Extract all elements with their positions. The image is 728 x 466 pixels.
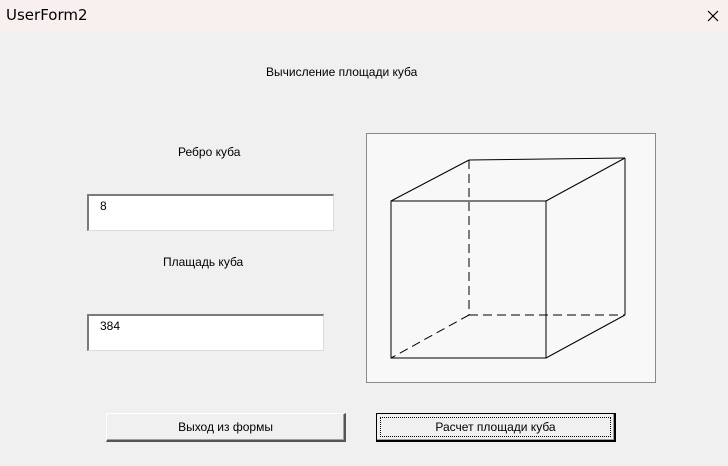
close-button[interactable] bbox=[698, 0, 728, 31]
calculate-area-button[interactable]: Расчет площади куба bbox=[376, 413, 616, 442]
edge-label: Ребро куба bbox=[178, 145, 241, 159]
exit-button-label: Выход из формы bbox=[178, 420, 273, 434]
calculate-area-button-label: Расчет площади куба bbox=[435, 420, 556, 434]
window-title: UserForm2 bbox=[6, 6, 88, 24]
area-label: Плащадь куба bbox=[163, 255, 244, 269]
area-output[interactable]: 384 bbox=[87, 314, 324, 351]
close-icon bbox=[707, 10, 719, 21]
cube-image bbox=[366, 133, 656, 383]
edge-input[interactable]: 8 bbox=[87, 194, 334, 231]
form-heading: Вычисление площади куба bbox=[266, 65, 418, 79]
exit-button[interactable]: Выход из формы bbox=[106, 413, 346, 442]
cube-wireframe-icon bbox=[390, 157, 626, 359]
title-bar[interactable]: UserForm2 bbox=[0, 0, 728, 31]
